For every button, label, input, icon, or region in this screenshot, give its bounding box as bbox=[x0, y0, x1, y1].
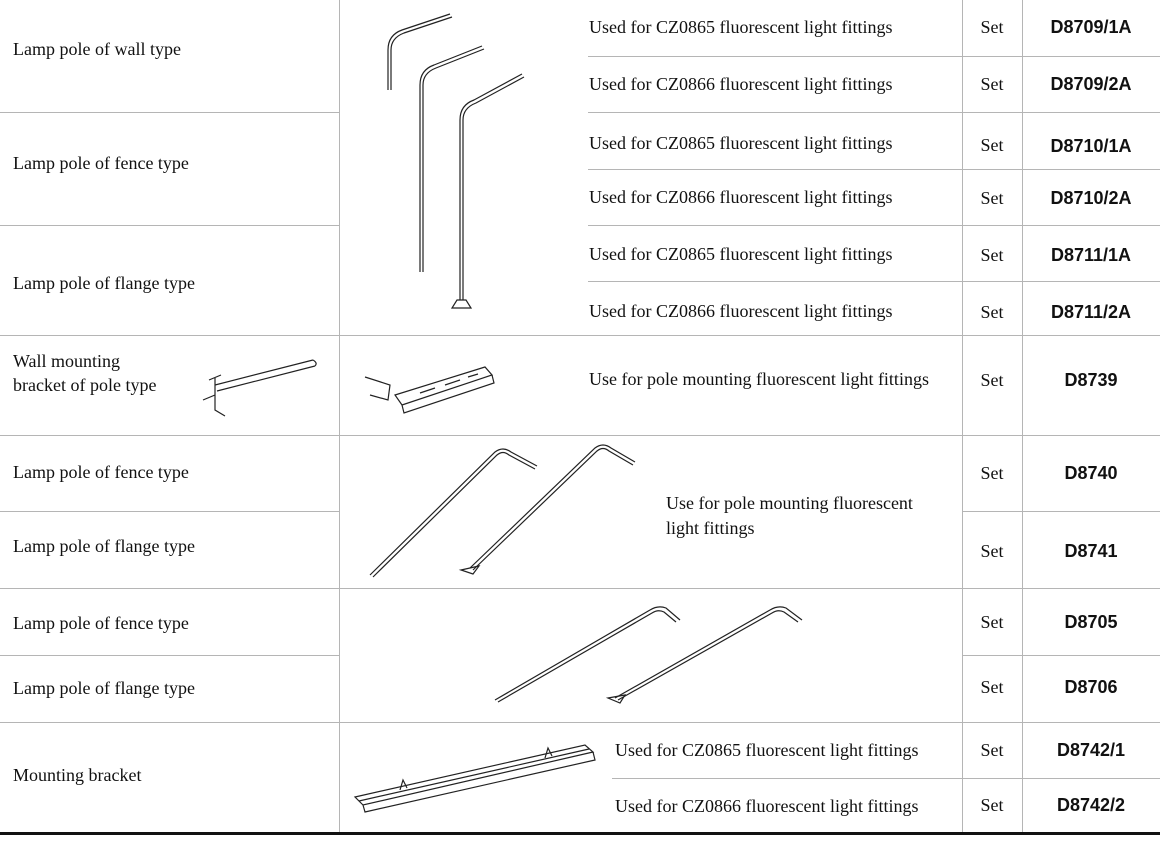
row-divider bbox=[612, 778, 1160, 779]
row-divider bbox=[0, 722, 1160, 723]
row-divider bbox=[962, 511, 1160, 512]
item-name: Lamp pole of fence type bbox=[13, 613, 189, 633]
product-code: D8740 bbox=[1064, 463, 1118, 483]
row-divider bbox=[588, 169, 1160, 170]
unit: Set bbox=[980, 370, 1004, 390]
row-divider bbox=[0, 225, 339, 226]
row-divider bbox=[588, 56, 1160, 57]
row-divider bbox=[588, 281, 1160, 282]
wall-bracket-illustration bbox=[202, 359, 317, 417]
product-code: D8742/1 bbox=[1056, 740, 1126, 760]
product-code: D8711/1A bbox=[1050, 245, 1132, 265]
unit: Set bbox=[980, 795, 1004, 815]
column-divider bbox=[1022, 0, 1023, 832]
item-name: Lamp pole of wall type bbox=[13, 39, 181, 59]
product-code: D8711/2A bbox=[1050, 302, 1132, 322]
row-divider bbox=[0, 655, 339, 656]
row-divider bbox=[962, 655, 1160, 656]
item-desc: Used for CZ0865 fluorescent light fittin… bbox=[615, 740, 919, 760]
item-desc: Used for CZ0866 fluorescent light fittin… bbox=[589, 187, 893, 207]
product-code: D8705 bbox=[1064, 612, 1118, 632]
product-code: D8710/1A bbox=[1050, 136, 1132, 156]
unit: Set bbox=[980, 677, 1004, 697]
unit: Set bbox=[980, 17, 1004, 37]
product-code: D8742/2 bbox=[1056, 795, 1126, 815]
lamp-poles-illustration bbox=[387, 13, 525, 309]
item-name: Lamp pole of fence type bbox=[13, 153, 189, 173]
unit: Set bbox=[980, 135, 1004, 155]
unit: Set bbox=[980, 74, 1004, 94]
unit: Set bbox=[980, 245, 1004, 265]
unit: Set bbox=[980, 740, 1004, 760]
item-name: Lamp pole of flange type bbox=[13, 273, 195, 293]
item-name: bracket of pole type bbox=[13, 375, 157, 395]
item-desc: Used for CZ0866 fluorescent light fittin… bbox=[615, 796, 919, 816]
item-desc: Used for CZ0866 fluorescent light fittin… bbox=[589, 74, 893, 94]
product-code: D8710/2A bbox=[1050, 188, 1132, 208]
row-divider bbox=[0, 112, 339, 113]
mounting-bracket-illustration bbox=[353, 744, 596, 813]
product-code: D8739 bbox=[1064, 370, 1118, 390]
item-desc: Use for pole mounting fluorescent light … bbox=[589, 369, 929, 389]
row-divider bbox=[0, 335, 1160, 336]
unit: Set bbox=[980, 612, 1004, 632]
unit: Set bbox=[980, 541, 1004, 561]
column-divider bbox=[962, 0, 963, 832]
row-divider bbox=[588, 225, 1160, 226]
item-name: Lamp pole of flange type bbox=[13, 678, 195, 698]
item-name: Lamp pole of flange type bbox=[13, 536, 195, 556]
item-desc: light fittings bbox=[666, 518, 755, 538]
item-desc: Use for pole mounting fluorescent bbox=[666, 493, 913, 513]
row-divider bbox=[0, 588, 1160, 589]
item-desc: Used for CZ0866 fluorescent light fittin… bbox=[589, 301, 893, 321]
unit: Set bbox=[980, 463, 1004, 483]
table-bottom-rule bbox=[0, 832, 1160, 835]
unit: Set bbox=[980, 188, 1004, 208]
product-code: D8706 bbox=[1064, 677, 1118, 697]
lamp-poles-illustration bbox=[369, 444, 636, 578]
product-code: D8741 bbox=[1064, 541, 1118, 561]
product-code: D8709/2A bbox=[1050, 74, 1132, 94]
item-name: Wall mounting bbox=[13, 351, 121, 371]
product-code: D8709/1A bbox=[1050, 17, 1132, 37]
row-divider bbox=[0, 435, 1160, 436]
row-divider bbox=[0, 511, 339, 512]
item-name: Mounting bracket bbox=[13, 765, 142, 785]
row-divider bbox=[588, 112, 1160, 113]
lamp-poles-illustration bbox=[494, 606, 803, 704]
unit: Set bbox=[980, 302, 1004, 322]
item-name: Lamp pole of fence type bbox=[13, 462, 189, 482]
item-desc: Used for CZ0865 fluorescent light fittin… bbox=[589, 17, 893, 37]
item-desc: Used for CZ0865 fluorescent light fittin… bbox=[589, 244, 893, 264]
light-fitting-illustration bbox=[364, 366, 495, 414]
item-desc: Used for CZ0865 fluorescent light fittin… bbox=[589, 133, 893, 153]
column-divider bbox=[339, 0, 340, 832]
